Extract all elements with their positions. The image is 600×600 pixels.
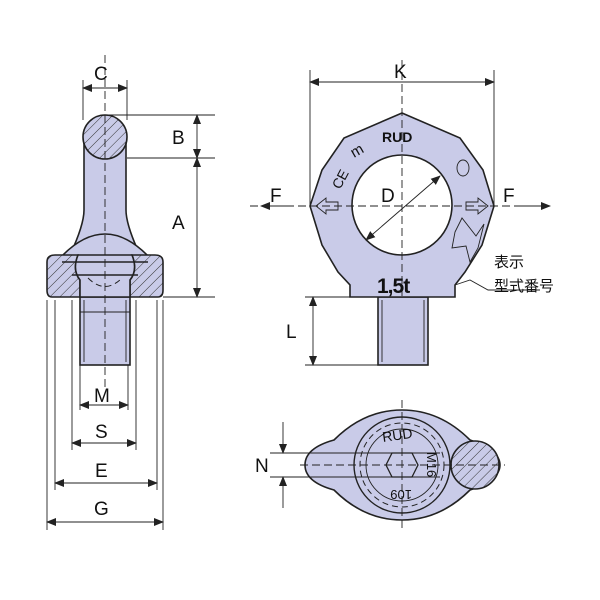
dim-C: C [94,64,108,85]
dim-G: G [94,499,109,520]
dim-L: L [286,322,297,343]
dim-D: D [381,186,395,207]
star-mark-icon [451,217,485,264]
brand-marking-top: RUD [381,425,413,445]
brand-marking: RUD [382,129,412,145]
top-view: N RUD M16 109 [255,400,505,530]
dim-M: M [94,386,110,407]
front-view: K F F D L RUD CE m 1,5t 表示 型式番号 [250,60,554,366]
ring-body [309,112,495,298]
annotation-line1: 表示 [494,254,524,271]
side-view: C B A M S E G [46,55,215,530]
dim-S: S [95,422,108,443]
annotation-line2: 型式番号 [494,278,554,295]
front-thread [377,296,429,366]
dim-K: K [394,62,407,83]
dim-F-left: F [270,186,282,207]
dim-N: N [255,456,269,477]
dim-F-right: F [503,186,515,207]
dim-A: A [172,213,185,234]
load-marking: 1,5t [377,275,410,298]
dim-B: B [172,128,185,149]
thread-marking: M16 [424,452,439,477]
dim-E: E [95,461,108,482]
code-marking: 109 [390,487,412,502]
dimension-lines [46,84,201,526]
